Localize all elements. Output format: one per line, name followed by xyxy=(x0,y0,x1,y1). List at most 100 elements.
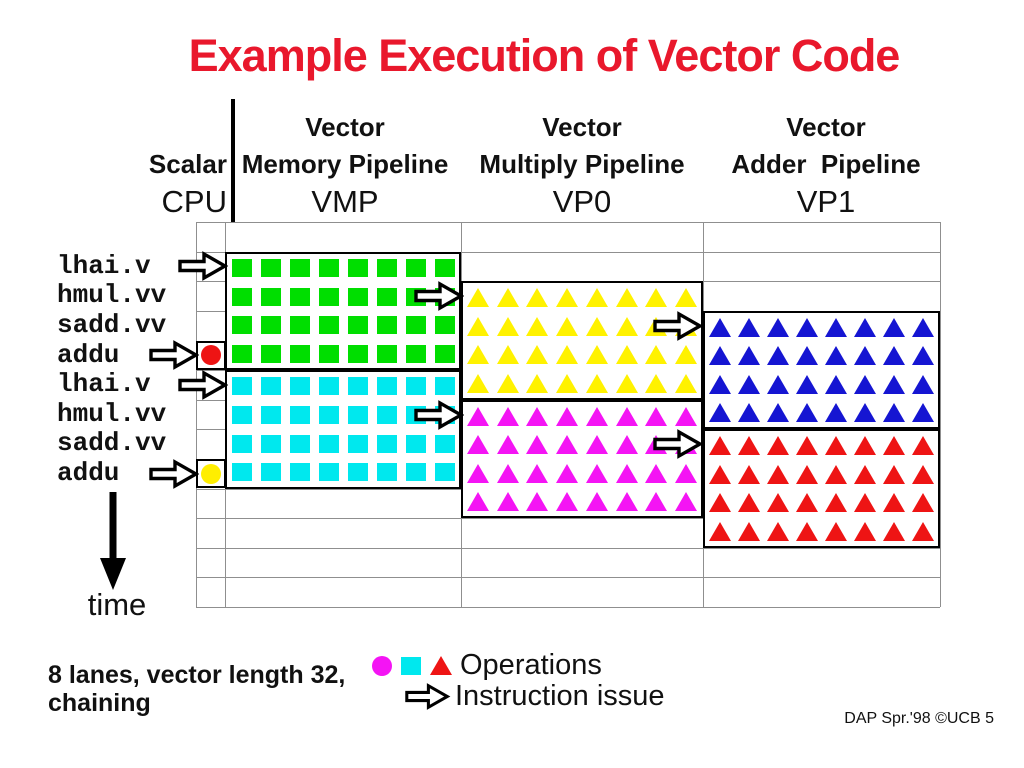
triangle-operation-icon xyxy=(496,492,519,512)
triangle-operation-icon xyxy=(795,493,818,513)
triangle-operation-icon xyxy=(645,463,668,483)
square-operation-icon xyxy=(289,258,310,277)
scalar-code-label: CPU xyxy=(161,184,227,219)
vmp-header-line2: Memory Pipeline xyxy=(241,149,449,179)
triangle-operation-icon xyxy=(466,345,489,365)
triangle-operation-icon xyxy=(795,521,818,541)
instruction-issue-arrow xyxy=(178,251,229,286)
triangle-operation-icon xyxy=(795,317,818,337)
triangle-operation-icon xyxy=(737,374,760,394)
triangle-operation-icon xyxy=(737,493,760,513)
triangle-operation-icon xyxy=(615,435,638,455)
instruction-label: addu xyxy=(57,339,120,370)
grid-row-line xyxy=(196,607,940,608)
vp0-header-line2: Multiply Pipeline xyxy=(479,149,685,179)
vp1-code-label: VP1 xyxy=(796,184,856,219)
triangle-operation-icon xyxy=(496,435,519,455)
square-operation-icon xyxy=(347,377,368,396)
square-operation-icon xyxy=(231,316,252,335)
triangle-operation-icon xyxy=(854,317,877,337)
scalar-op-cell-addu-op-1 xyxy=(196,340,226,371)
triangle-operation-icon xyxy=(466,316,489,336)
triangle-operation-icon xyxy=(737,464,760,484)
square-operation-icon xyxy=(347,258,368,277)
triangle-operation-icon xyxy=(766,436,789,456)
triangle-operation-icon xyxy=(708,436,731,456)
square-operation-icon xyxy=(405,463,426,482)
grid-column-line xyxy=(196,222,197,607)
triangle-operation-icon xyxy=(708,464,731,484)
square-operation-icon xyxy=(231,434,252,453)
triangle-operation-icon xyxy=(708,374,731,394)
triangle-operation-icon xyxy=(466,435,489,455)
square-operation-icon xyxy=(376,344,397,363)
triangle-operation-icon xyxy=(912,521,935,541)
square-operation-icon xyxy=(260,463,281,482)
square-operation-icon xyxy=(231,258,252,277)
instruction-issue-arrow xyxy=(653,429,704,464)
triangle-operation-icon xyxy=(675,345,698,365)
triangle-operation-icon xyxy=(737,317,760,337)
triangle-operation-icon xyxy=(615,463,638,483)
triangle-operation-icon xyxy=(912,464,935,484)
triangle-operation-icon xyxy=(912,374,935,394)
triangle-operation-icon xyxy=(526,406,549,426)
triangle-operation-icon xyxy=(675,463,698,483)
square-operation-icon xyxy=(347,287,368,306)
triangle-operation-icon xyxy=(883,521,906,541)
triangle-operation-icon xyxy=(556,345,579,365)
triangle-operation-icon xyxy=(556,316,579,336)
triangle-operation-icon xyxy=(795,403,818,423)
square-operation-icon xyxy=(318,258,339,277)
credit-text: DAP Spr.'98 ©UCB 5 xyxy=(844,710,994,727)
square-operation-icon xyxy=(231,377,252,396)
triangle-operation-icon xyxy=(615,373,638,393)
triangle-operation-icon xyxy=(825,346,848,366)
triangle-operation-icon xyxy=(556,288,579,307)
square-operation-icon xyxy=(376,406,397,425)
triangle-operation-icon xyxy=(556,406,579,426)
instruction-label: hmul.vv xyxy=(57,398,167,429)
slide-note: 8 lanes, vector length 32, chaining xyxy=(48,661,345,717)
square-operation-icon xyxy=(376,316,397,335)
square-operation-icon xyxy=(318,463,339,482)
square-operation-icon xyxy=(434,258,455,277)
square-operation-icon xyxy=(289,434,310,453)
square-operation-icon xyxy=(405,377,426,396)
triangle-operation-icon xyxy=(466,463,489,483)
grid-row-line xyxy=(196,518,940,520)
triangle-operation-icon xyxy=(766,374,789,394)
note-line1: 8 lanes, vector length 32, xyxy=(48,661,346,689)
square-operation-icon xyxy=(318,344,339,363)
triangle-operation-icon xyxy=(854,403,877,423)
square-operation-icon xyxy=(260,377,281,396)
square-operation-icon xyxy=(376,287,397,306)
triangle-operation-icon xyxy=(854,346,877,366)
square-operation-icon xyxy=(434,316,455,335)
instruction-label: lhai.v xyxy=(57,369,151,400)
square-operation-icon xyxy=(260,406,281,425)
square-operation-icon xyxy=(376,434,397,453)
square-operation-icon xyxy=(231,344,252,363)
triangle-operation-icon xyxy=(466,492,489,512)
triangle-operation-icon xyxy=(675,288,698,307)
square-operation-icon xyxy=(434,463,455,482)
triangle-operation-icon xyxy=(883,346,906,366)
cpu-divider-line xyxy=(231,99,235,223)
triangle-operation-icon xyxy=(737,403,760,423)
triangle-operation-icon xyxy=(585,492,608,512)
triangle-operation-icon xyxy=(615,406,638,426)
instruction-label: addu xyxy=(57,457,120,488)
vp0-code-label: VP0 xyxy=(552,184,612,219)
circle-operation-icon xyxy=(372,655,392,676)
square-operation-icon xyxy=(231,406,252,425)
square-operation-icon xyxy=(289,463,310,482)
note-line2: chaining xyxy=(48,689,151,717)
triangle-operation-icon xyxy=(556,492,579,512)
instruction-label: hmul.vv xyxy=(57,280,167,311)
instruction-issue-arrow xyxy=(149,458,200,494)
triangle-operation-icon xyxy=(556,463,579,483)
vp1-header: Vector Adder Pipeline VP1 xyxy=(706,109,946,220)
triangle-operation-icon xyxy=(795,346,818,366)
triangle-operation-icon xyxy=(675,373,698,393)
